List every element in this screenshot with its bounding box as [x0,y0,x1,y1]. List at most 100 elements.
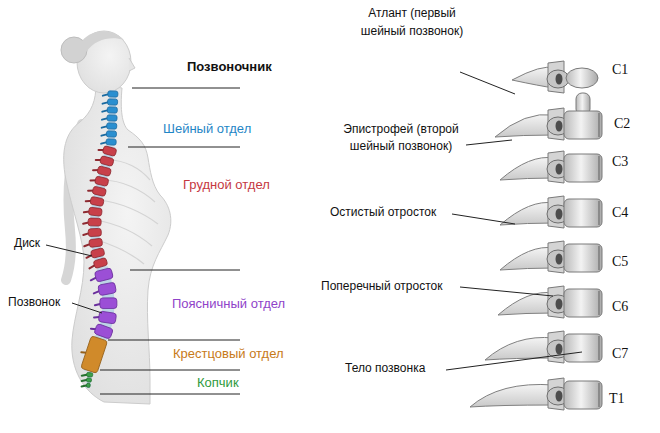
leader-line [72,303,102,313]
vertebra-number: C6 [612,299,628,316]
thoracic-vertebra [100,156,115,167]
body-edge [598,291,600,315]
body-edge [598,336,600,360]
vertebra-number: C4 [612,205,628,222]
vertebra-number: C7 [612,346,628,363]
spinous-process [500,202,554,225]
leader-line [452,214,515,224]
part-label: Остистый отросток [330,205,436,219]
sacrum [81,336,108,374]
vertebra-number: T1 [609,391,625,408]
transverse-foramen [556,299,563,310]
leader-line [100,370,240,371]
vertebral-body [564,334,602,362]
cervical-vertebra [107,107,117,113]
hair [80,31,124,52]
vertebra-number: C3 [612,154,628,171]
transverse-foramen [556,209,563,220]
coccyx [86,378,91,383]
lumbar-vertebra [100,298,117,309]
thoracic-vertebra [92,186,106,196]
thoracic-vertebra [90,196,104,206]
part-label: Диск [14,236,40,250]
body-edge [598,201,600,225]
ribs [96,160,158,264]
title-label: Позвоночник [187,59,272,75]
vertebra [495,93,602,140]
spinous-process [495,114,554,137]
transverse-foramen [556,121,563,132]
lumbar-vertebra [94,268,113,283]
region-label: Копчик [197,375,239,391]
transverse-foramen [556,164,563,175]
woman-silhouette [61,31,171,404]
part-label: Атлант (первый шейный позвонок) [360,4,464,40]
leader-line [46,245,92,256]
torso [64,84,171,404]
body-edge [598,383,600,407]
spine-column [81,90,118,388]
vertebra [500,241,602,273]
region-label: Крестцовый отдел [173,346,284,362]
cervical-vertebra [107,123,117,129]
leader-line [460,72,515,94]
part-label: Позвонок [8,295,60,309]
region-label: Поясничный отдел [172,296,285,312]
leader-line [446,352,582,370]
head [77,31,131,93]
cervical-vertebra [106,139,116,145]
spinous-process [470,384,554,407]
leader-line [466,140,512,145]
thoracic-vertebra [95,176,109,186]
leader-line [132,88,240,89]
leader-line [128,147,240,148]
spinous-process [498,292,554,315]
lumbar-vertebra [98,282,117,296]
cervical-vertebra [107,115,117,121]
thoracic-vertebra [88,228,101,236]
vertebra [498,286,602,318]
thoracic-vertebra [88,207,102,216]
thoracic-vertebra [89,238,103,247]
vertebral-body [564,154,602,182]
cervical-vertebra [107,99,117,105]
region-label: Шейный отдел [163,121,251,137]
vertebra-number: C2 [614,116,630,133]
vertebral-body [564,289,602,317]
transverse-foramen [556,254,563,265]
cervical-vertebra [106,131,116,137]
vertebra [470,378,602,410]
leader-lines [46,72,582,394]
vertebral-body [564,244,602,272]
leader-line [130,270,240,271]
spinous-process [500,157,554,180]
thoracic-vertebra [88,218,101,226]
body-edge [598,246,600,270]
coccyx [86,383,90,387]
leader-line [460,287,553,296]
thoracic-vertebra [90,248,104,259]
transverse-foramen [556,344,563,355]
coccyx [86,372,92,377]
atlas-arch [566,68,598,88]
vertebra [485,331,602,363]
leader-line [100,394,240,395]
vertebra-number: C1 [612,62,628,79]
region-label: Грудной отдел [183,177,270,193]
vertebra [500,196,602,228]
body-edge [598,113,600,137]
vertebra [500,151,602,183]
leader-line [108,340,240,341]
vertebral-body [564,381,602,409]
spinous-process [500,247,554,270]
vertebra-number: C5 [612,254,628,271]
thoracic-vertebra [102,146,117,157]
thoracic-vertebra [97,166,112,177]
vertebral-body [564,199,602,227]
vertebral-body [564,111,602,139]
part-label: Поперечный отросток [321,279,443,293]
vertebra [512,61,598,93]
cervical-vertebra [108,91,118,97]
